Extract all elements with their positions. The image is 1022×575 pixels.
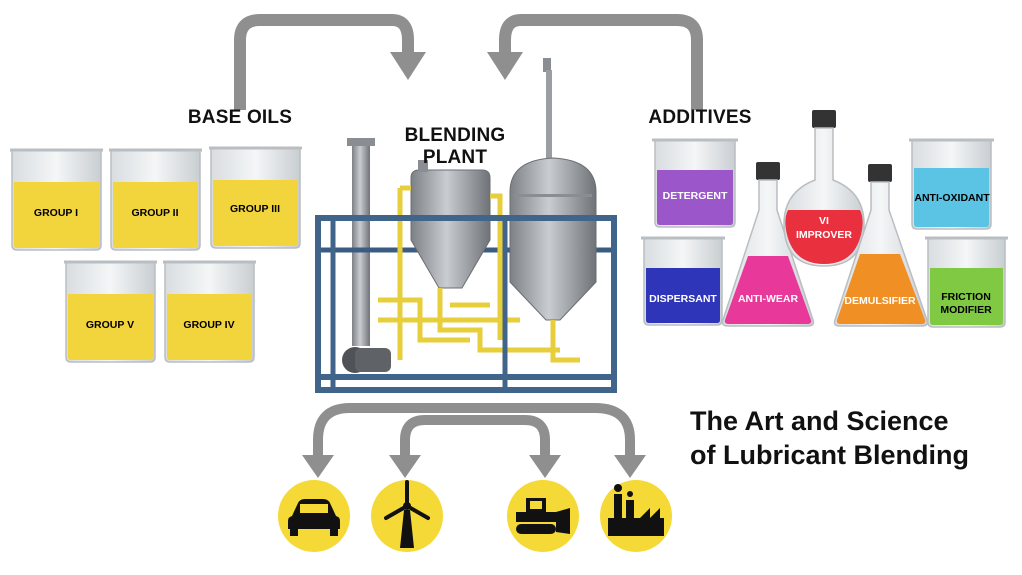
- label-vi-line2: IMPROVER: [796, 229, 852, 241]
- beaker-dispersant: [641, 236, 725, 326]
- beaker-group-ii: [109, 148, 202, 251]
- flask-demulsifier: [833, 164, 929, 327]
- bulldozer-icon: [507, 480, 579, 552]
- label-dispersant: DISPERSANT: [649, 293, 717, 305]
- label-group-ii: GROUP II: [131, 207, 178, 219]
- beaker-group-iii: [209, 146, 302, 249]
- output-arrowheads: [302, 455, 646, 478]
- blending-plant-heading: BLENDING PLANT: [393, 125, 517, 169]
- label-anti-wear: ANTI-WEAR: [738, 293, 798, 305]
- label-friction-line2: MODIFIER: [940, 304, 992, 316]
- label-demulsifier: DEMULSIFIER: [844, 295, 916, 307]
- base-oils-heading: BASE OILS: [187, 107, 293, 128]
- car-icon: [278, 480, 350, 552]
- title-line-1: The Art and Science: [690, 406, 949, 436]
- beaker-group-i: [10, 148, 103, 251]
- blending-plant-heading-line2: PLANT: [422, 147, 488, 168]
- blending-plant-heading-line1: BLENDING: [404, 125, 506, 146]
- label-anti-oxidant: ANTI-OXIDANT: [914, 192, 990, 204]
- beaker-group-v: [64, 260, 157, 363]
- label-group-iv: GROUP IV: [183, 319, 234, 331]
- label-group-v: GROUP V: [86, 319, 134, 331]
- beaker-friction-modifier: [925, 236, 1008, 328]
- label-vi-line1: VI: [819, 215, 829, 227]
- page-title: The Art and Science of Lubricant Blendin…: [690, 404, 1010, 472]
- output-arrows: [313, 403, 635, 455]
- wind-turbine-icon: [371, 480, 443, 552]
- beaker-detergent: [652, 138, 738, 228]
- additives-heading: ADDITIVES: [648, 107, 752, 128]
- label-group-i: GROUP I: [34, 207, 78, 219]
- flask-vi-improver: [783, 110, 865, 267]
- blending-plant-illustration: [315, 58, 617, 393]
- feed-arrow-base-oils: [234, 14, 426, 110]
- beaker-anti-oxidant: [909, 138, 994, 230]
- label-friction-line1: FRICTION: [941, 291, 991, 303]
- label-detergent: DETERGENT: [663, 190, 728, 202]
- factory-icon: [600, 480, 672, 552]
- beaker-group-iv: [163, 260, 256, 363]
- feed-arrow-additives: [487, 14, 703, 110]
- label-group-iii: GROUP III: [230, 203, 280, 215]
- title-line-2: of Lubricant Blending: [690, 440, 969, 470]
- flask-anti-wear: [721, 162, 815, 327]
